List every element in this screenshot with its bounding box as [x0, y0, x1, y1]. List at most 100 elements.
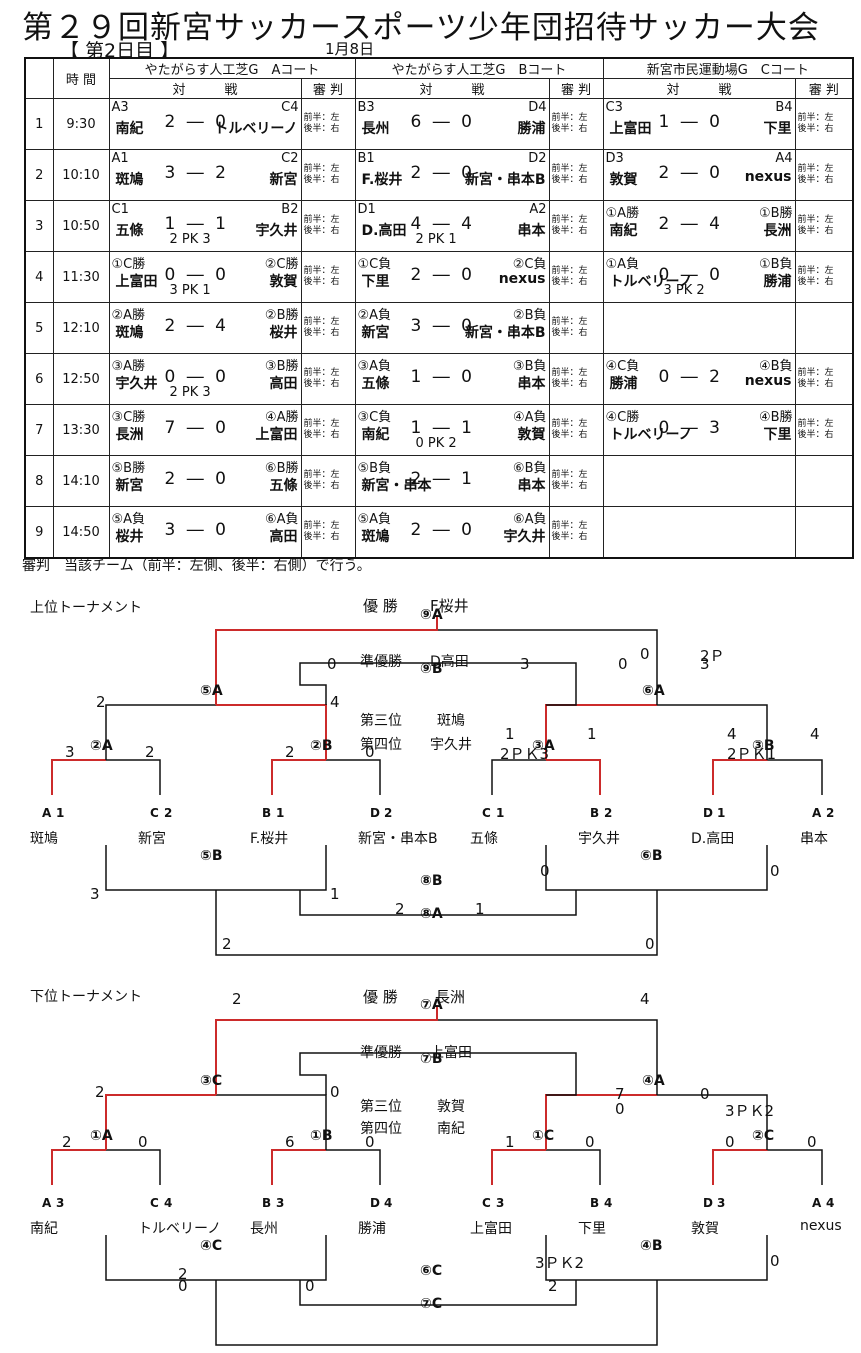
slot-left: ①A負	[605, 257, 640, 272]
match-score: 2 ― 0	[164, 112, 229, 132]
bracket-third	[299, 1052, 577, 1096]
team-name: 長州	[250, 1221, 278, 1237]
bracket-round1-winner	[712, 1149, 768, 1185]
team-right: 下里	[763, 427, 792, 443]
bracket-round1-winner	[51, 759, 106, 795]
slot-left: ①C負	[357, 257, 392, 272]
ref-second: 後半：右	[303, 124, 340, 134]
slot-left: ⑤A負	[111, 512, 146, 527]
match-time: 14:10	[52, 455, 110, 507]
team-left: トルベリーノ	[609, 427, 693, 443]
bracket-score: 0	[700, 1085, 710, 1103]
header-court-b: やたがらす人工芝G Bコート	[354, 57, 604, 79]
slot-left: A1	[111, 151, 129, 166]
team-left: 五條	[115, 223, 144, 239]
page-title: 第２９回新宮サッカースポーツ少年団招待サッカー大会	[22, 10, 820, 46]
bracket-node: ③B	[752, 738, 775, 754]
ref-second: 後半：右	[551, 379, 588, 389]
bracket-score: 2Ｐ	[700, 647, 725, 665]
lower-champion-label: 優 勝	[363, 988, 398, 1006]
team-left: 南紀	[361, 427, 390, 443]
team-left: 上富田	[115, 274, 158, 290]
ref-first: 前半：左	[303, 470, 340, 480]
bracket-score: 0	[365, 1133, 375, 1151]
referee-cell-c: 前半：左後半：右	[794, 251, 854, 303]
bracket-round1	[271, 759, 381, 795]
slot-right: ⑥A負	[264, 512, 299, 527]
team-left: 新宮	[115, 478, 144, 494]
match-score: 1 ― 0	[410, 367, 475, 387]
match-score: 2 ― 0	[164, 469, 229, 489]
slot-left: ②A負	[357, 308, 392, 323]
seed-number: 3	[56, 1196, 65, 1210]
lower-heading: 下位トーナメント	[30, 989, 142, 1005]
referee-cell-c: 前半：左後半：右	[794, 200, 854, 252]
slot-left: ④C勝	[605, 410, 640, 425]
bracket-node: ②A	[90, 738, 113, 754]
team-right: 上富田	[255, 427, 298, 443]
bracket-node: ⑥B	[640, 848, 663, 864]
bracket-node: ④A	[642, 1073, 665, 1089]
seed-number: 4	[384, 1196, 393, 1210]
slot-left: A3	[111, 100, 129, 115]
team-name: 下里	[578, 1221, 606, 1237]
team-name: 新宮・串本B	[358, 831, 438, 847]
lower-champion: 長洲	[435, 988, 466, 1006]
match-number: 2	[24, 149, 54, 201]
team-name: 五條	[470, 831, 498, 847]
slot-left: ④C負	[605, 359, 640, 374]
ref-second: 後半：右	[303, 481, 340, 491]
ref-second: 後半：右	[303, 328, 340, 338]
bracket-final-winner	[215, 615, 438, 705]
lower-fourth-label: 第四位	[360, 1121, 402, 1137]
bracket-node: ⑦B	[420, 1051, 443, 1067]
seed-group: C	[150, 806, 159, 820]
team-name: 敦賀	[691, 1221, 719, 1237]
bracket-round1-winner	[271, 759, 326, 795]
slot-right: B2	[281, 202, 299, 217]
empty-ref-c	[794, 455, 854, 507]
seed-group: D	[370, 806, 380, 820]
team-right: nexus	[498, 271, 546, 287]
ref-second: 後半：右	[303, 277, 340, 287]
seed-number: 1	[496, 806, 505, 820]
team-left: 南紀	[609, 223, 638, 239]
pk-score: 0 PK 2	[415, 436, 457, 451]
header-match-c: 対 戦	[602, 78, 796, 99]
seed-number: 3	[496, 1196, 505, 1210]
seed-group: A	[42, 806, 52, 820]
upper-heading: 上位トーナメント	[30, 600, 142, 616]
empty-ref-c	[794, 506, 854, 559]
slot-right: ④B勝	[758, 410, 793, 425]
slot-right: ③B負	[512, 359, 547, 374]
bracket-semi-right-winner	[545, 1094, 657, 1150]
team-left: F.桜井	[361, 172, 403, 188]
team-left: 桜井	[115, 529, 144, 545]
ref-second: 後半：右	[797, 379, 834, 389]
match-time: 9:30	[52, 98, 110, 150]
bracket-score: 0	[365, 743, 375, 761]
ref-first: 前半：左	[551, 419, 588, 429]
team-name: nexus	[800, 1218, 842, 1234]
bracket-score: 3	[520, 655, 530, 673]
referee-cell-c: 前半：左後半：右	[794, 149, 854, 201]
ref-first: 前半：左	[303, 215, 340, 225]
header-court-a: やたがらす人工芝G Aコート	[108, 57, 356, 79]
seed-group: B	[262, 1196, 272, 1210]
bracket-score: 2	[145, 743, 155, 761]
match-number: 6	[24, 353, 54, 405]
upper-runner: D高田	[430, 654, 469, 670]
referee-note: 審判 当該チーム（前半：左側、後半：右側）で行う。	[22, 558, 371, 574]
referee-cell-a: 前半：左後半：右	[300, 455, 356, 507]
bracket-score: 0	[618, 655, 628, 673]
bracket-score: 2ＰＫ3	[500, 745, 550, 763]
slot-left: ①C勝	[111, 257, 146, 272]
bracket-node: ③A	[532, 738, 555, 754]
seed-group: D	[703, 1196, 713, 1210]
team-left: 斑鳩	[115, 172, 144, 188]
